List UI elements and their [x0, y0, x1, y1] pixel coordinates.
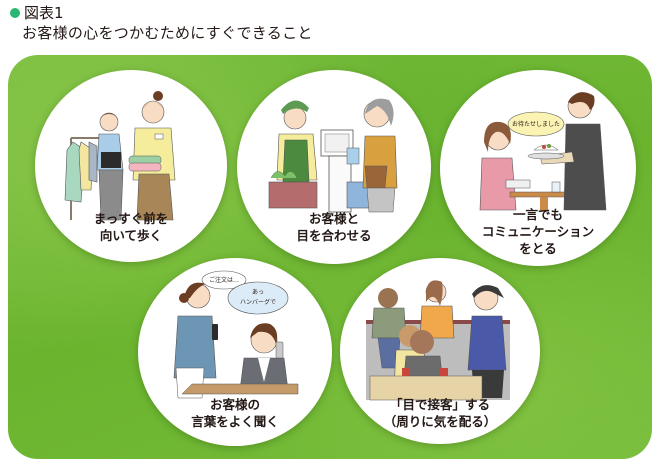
caption-line-2: 言葉をよく聞く — [191, 414, 279, 429]
bullet-dot-icon — [10, 8, 20, 18]
caption-line-1: お客様の — [209, 397, 260, 412]
item-listen: ご注文は… あっ ハンバーグで お客様の 言葉をよく聞く — [138, 258, 332, 446]
caption-line-1: 「目で接客」する — [389, 397, 490, 412]
waiter-serving-illustration-icon: お待たせしました — [479, 92, 607, 211]
staff-speech-text: ご注文は… — [209, 276, 239, 284]
speech-bubble-text: お待たせしました — [512, 120, 560, 128]
item-caption: 一言でも コミュニケーション をとる — [440, 206, 636, 257]
caption-line-2: 目を合わせる — [296, 228, 372, 243]
attentive-staff-illustration-icon — [366, 280, 510, 401]
item-caption: お客様の 言葉をよく聞く — [138, 396, 332, 430]
item-eye-contact: お客様と 目を合わせる — [237, 70, 431, 264]
caption-line-1: まっすぐ前を — [93, 211, 169, 226]
caption-line-1: 一言でも — [512, 207, 563, 222]
caption-line-2: 向いて歩く — [99, 228, 163, 243]
figure-header: 図表1 お客様の心をつかむためにすぐできること — [8, 3, 313, 43]
waitress-taking-order-illustration-icon: ご注文は… あっ ハンバーグで — [173, 270, 299, 399]
caption-line-2: （周りに気を配る） — [383, 414, 497, 429]
item-communicate: お待たせしました 一言でも コミュニケーション をとる — [440, 70, 636, 266]
caption-line-3: をとる — [519, 241, 557, 256]
item-caption: まっすぐ前を 向いて歩く — [35, 210, 227, 244]
item-caption: お客様と 目を合わせる — [237, 210, 431, 244]
cashier-eye-contact-illustration-icon — [268, 98, 398, 213]
staff-walking-illustration-icon — [64, 91, 176, 221]
figure-title: お客様の心をつかむためにすぐできること — [22, 24, 313, 42]
figure-label: 図表1 — [24, 4, 64, 22]
customer-speech-text-2: ハンバーグで — [240, 298, 276, 306]
item-caption: 「目で接客」する （周りに気を配る） — [340, 396, 540, 430]
item-walk-forward: まっすぐ前を 向いて歩く — [35, 70, 227, 262]
caption-line-2: コミュニケーション — [481, 224, 595, 239]
customer-speech-text-1: あっ — [252, 289, 264, 296]
item-attentive-service: 「目で接客」する （周りに気を配る） — [340, 258, 540, 444]
figure-label-row: 図表1 — [8, 3, 313, 23]
caption-line-1: お客様と — [308, 211, 359, 226]
